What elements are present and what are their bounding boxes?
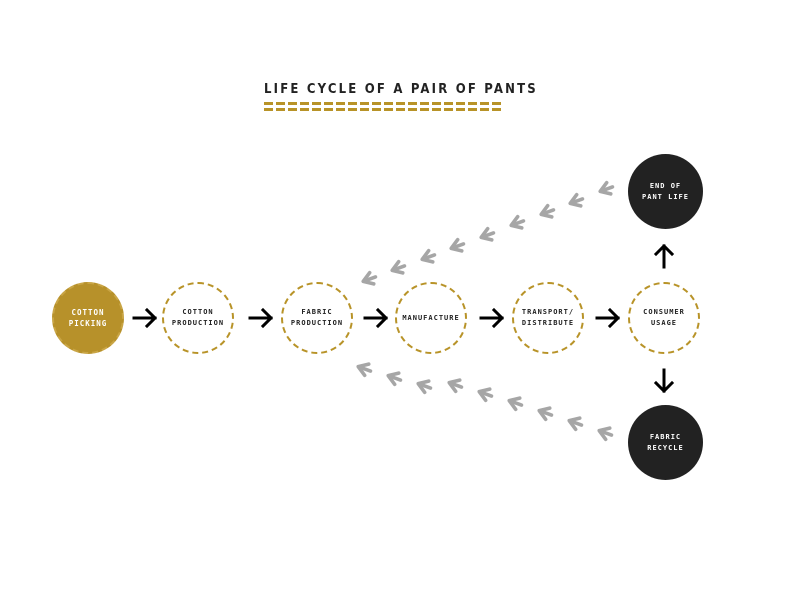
- chevron-left-icon: [477, 225, 498, 245]
- node-label-manufacture: MANUFACTURE: [402, 313, 460, 322]
- chevron-left-icon: [566, 191, 587, 211]
- node-manufacture: MANUFACTURE: [395, 282, 467, 354]
- chevron-left-icon: [384, 368, 405, 388]
- arrow-right-icon: [479, 308, 504, 328]
- arrow-right-icon: [248, 308, 273, 328]
- node-label-end-of-pant-life: END OF PANT LIFE: [642, 181, 689, 201]
- return-path-upper: [359, 179, 617, 289]
- arrow-down-icon: [654, 368, 674, 393]
- chevron-left-icon: [565, 413, 586, 433]
- return-path-lower: [354, 359, 616, 443]
- node-label-transport-distribute: TRANSPORT/ DISTRIBUTE: [521, 308, 575, 327]
- chevron-left-icon: [505, 393, 526, 413]
- arrow-up-icon: [654, 244, 674, 269]
- node-fabric-recycle: FABRIC RECYCLE: [628, 405, 703, 480]
- node-label-fabric-production: FABRIC PRODUCTION: [290, 308, 344, 327]
- chevron-left-icon: [447, 236, 468, 256]
- chevron-left-icon: [507, 213, 528, 233]
- arrow-right-icon: [595, 308, 620, 328]
- node-label-consumer-usage: CONSUMER USAGE: [643, 308, 685, 327]
- diagram-title: LIFE CYCLE OF A PAIR OF PANTS: [264, 82, 538, 97]
- node-fabric-production: FABRIC PRODUCTION: [281, 282, 353, 354]
- chevron-left-icon: [445, 375, 466, 395]
- chevron-left-icon: [414, 376, 435, 396]
- chevron-left-icon: [475, 384, 496, 404]
- node-consumer-usage: CONSUMER USAGE: [628, 282, 700, 354]
- chevron-left-icon: [535, 403, 556, 423]
- arrow-right-icon: [363, 308, 388, 328]
- chevron-left-icon: [537, 202, 558, 222]
- node-transport-distribute: TRANSPORT/ DISTRIBUTE: [512, 282, 584, 354]
- chevron-left-icon: [359, 269, 380, 289]
- chevron-left-icon: [418, 247, 439, 267]
- arrow-right-icon: [132, 308, 157, 328]
- node-label-cotton-picking: COTTON PICKING: [68, 308, 108, 328]
- node-label-cotton-production: COTTON PRODUCTION: [171, 308, 225, 327]
- chevron-left-icon: [388, 258, 409, 278]
- node-cotton-picking: COTTON PICKING: [52, 282, 124, 354]
- title-underline: [264, 102, 504, 112]
- chevron-left-icon: [596, 179, 617, 199]
- node-cotton-production: COTTON PRODUCTION: [162, 282, 234, 354]
- chevron-left-icon: [354, 359, 375, 379]
- chevron-left-icon: [595, 423, 616, 443]
- node-end-of-pant-life: END OF PANT LIFE: [628, 154, 703, 229]
- node-label-fabric-recycle: FABRIC RECYCLE: [647, 432, 684, 452]
